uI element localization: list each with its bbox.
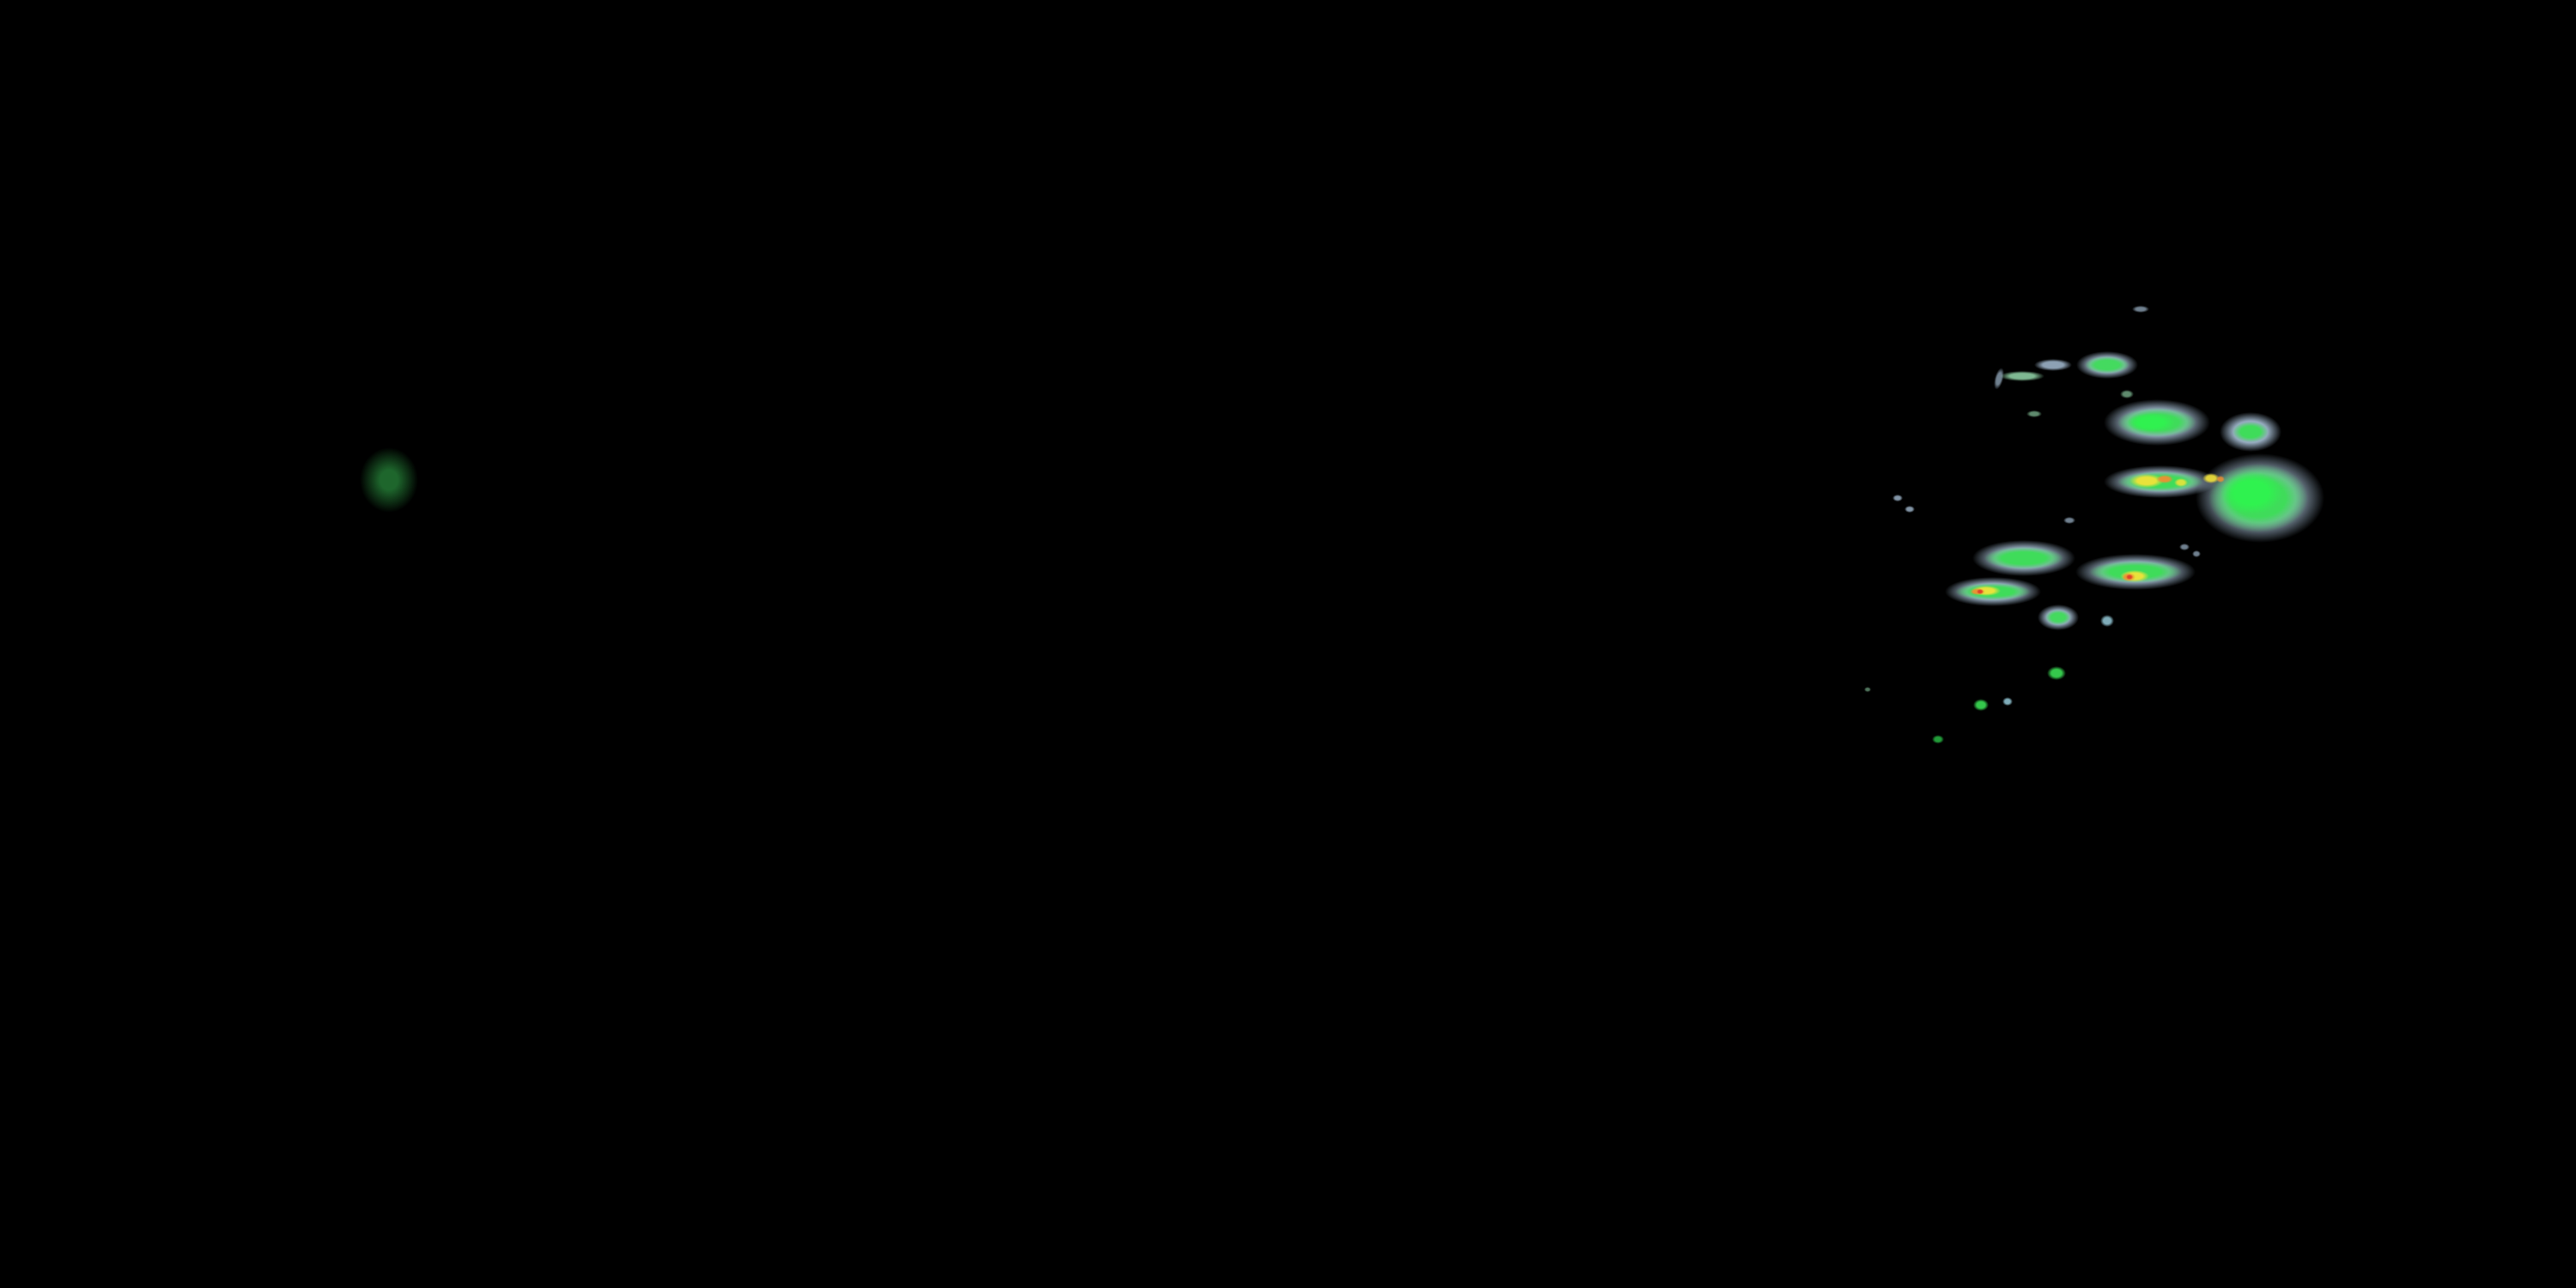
radar-map xyxy=(0,0,2576,1288)
radar-canvas xyxy=(0,0,2576,1288)
